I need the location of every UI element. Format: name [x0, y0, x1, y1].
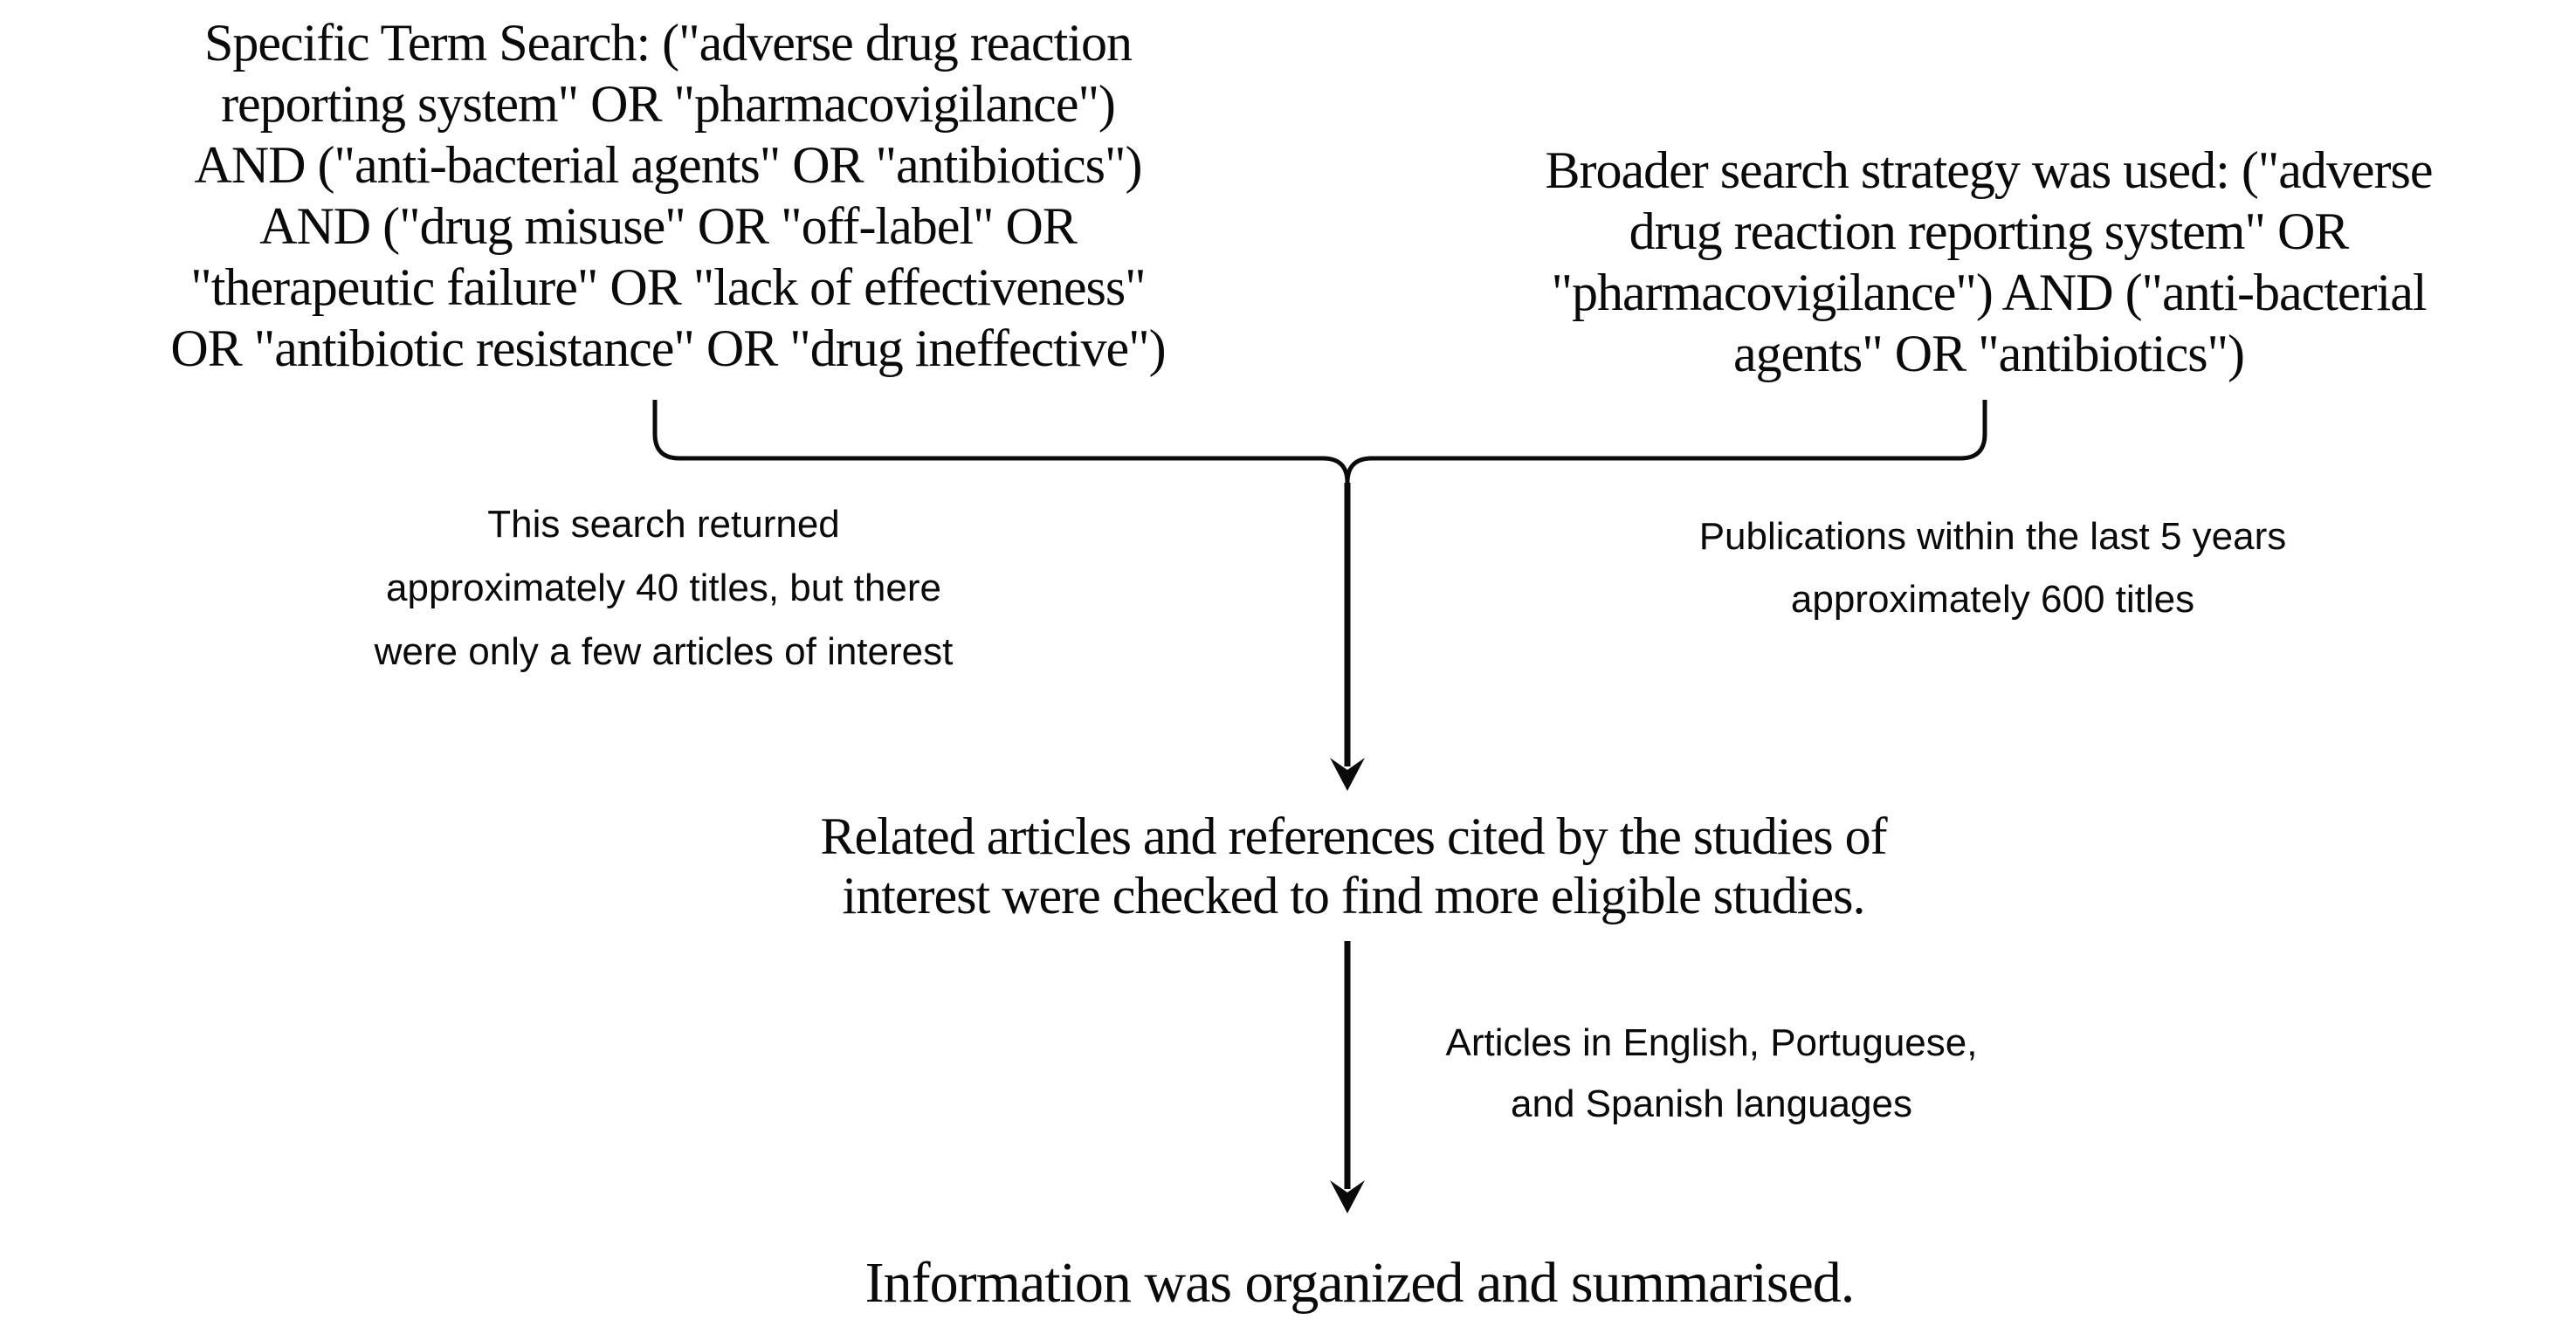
- broader-results-note: Publications within the last 5 years app…: [1698, 515, 2287, 621]
- merge-brace-left: [652, 400, 1350, 484]
- broader-search-block: Broader search strategy was used: ("adve…: [1545, 141, 2433, 382]
- specific-results-note: This search returned approximately 40 ti…: [374, 503, 954, 673]
- language-filter-note: Articles in English, Portuguese, and Spa…: [1445, 1021, 1978, 1125]
- merge-brace-right: [1345, 400, 1987, 484]
- related-articles-block: Related articles and references cited by…: [820, 807, 1887, 924]
- arrowhead-icon: [1330, 758, 1365, 791]
- arrowhead-icon: [1330, 1180, 1365, 1213]
- specific-search-block: Specific Term Search: ("adverse drug rea…: [170, 14, 1166, 377]
- summary-block: Information was organized and summarised…: [864, 1251, 1856, 1315]
